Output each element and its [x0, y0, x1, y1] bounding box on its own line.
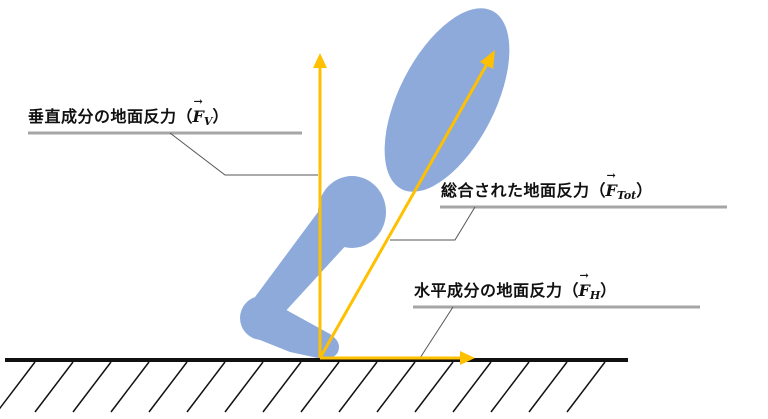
horizontal-force-symbol: F [579, 269, 590, 300]
annotation-lines [28, 131, 727, 359]
hatch-line [528, 361, 568, 413]
total-force-arrow-shaft [318, 63, 489, 359]
total-force-subscript: Tot [616, 189, 637, 202]
hatch-line [566, 361, 606, 413]
horizontal-leader-line [419, 306, 454, 359]
horizontal-force-label: 水平成分の地面反力（FH） [414, 269, 617, 302]
horizontal-close-paren: ） [600, 281, 617, 300]
horizontal-force-arrowhead [460, 351, 475, 365]
hatch-line [262, 361, 302, 413]
horizontal-force-subscript: H [589, 289, 601, 302]
vertical-leader-line [169, 132, 318, 176]
hatch-line [376, 361, 416, 413]
vertical-force-arrowhead [313, 53, 327, 68]
foot-shape [255, 298, 339, 359]
hatch-line [148, 361, 188, 413]
hatch-line [72, 361, 112, 413]
hatch-line [452, 361, 492, 413]
ground [0, 358, 628, 413]
vertical-force-subscript: V [203, 115, 213, 128]
hatch-line [34, 361, 74, 413]
hatch-line [186, 361, 226, 413]
total-close-paren: ） [636, 181, 653, 200]
horizontal-open-paren: （ [562, 281, 579, 300]
hatch-line [490, 361, 530, 413]
hatch-line [300, 361, 340, 413]
hatch-line [224, 361, 264, 413]
total-force-arrowhead [480, 50, 495, 69]
total-force-symbol: F [606, 169, 617, 200]
vertical-force-label-text: 垂直成分の地面反力 [28, 107, 177, 126]
leg-silhouette [240, 8, 510, 359]
thigh-shape [384, 8, 510, 192]
hatch-line [338, 361, 378, 413]
ground-hatching [0, 361, 606, 413]
force-arrows [313, 50, 495, 365]
total-force-label: 総合された地面反力（FTot） [441, 169, 653, 202]
total-open-paren: （ [589, 181, 606, 200]
total-leader-line [390, 206, 476, 241]
vertical-force-symbol: F [193, 95, 204, 126]
vertical-close-paren: ） [212, 107, 229, 126]
hatch-line [110, 361, 150, 413]
vertical-open-paren: （ [176, 107, 193, 126]
hatch-line [414, 361, 454, 413]
hatch-line [0, 361, 36, 410]
horizontal-force-label-text: 水平成分の地面反力 [414, 281, 563, 300]
total-force-label-text: 総合された地面反力 [441, 181, 590, 200]
vertical-force-label: 垂直成分の地面反力（FV） [28, 95, 229, 128]
